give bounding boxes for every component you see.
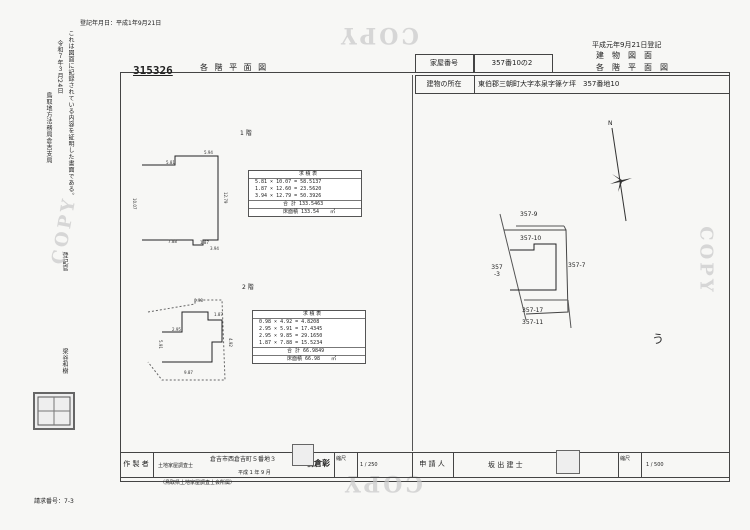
floor2-total: 合 計 66.9849	[253, 347, 365, 355]
floor2-dim-bottom: 9.87	[184, 370, 193, 375]
official-name: 梁谷和樹	[61, 348, 68, 374]
drawing-frame	[120, 72, 730, 482]
house-number-label-cell	[415, 54, 475, 73]
floor1-dim-right: 12.79	[223, 192, 228, 204]
house-number-cell	[473, 54, 553, 73]
floor1-dim-top-right: 5.94	[204, 150, 213, 155]
applicant-label: 申 請 人	[419, 460, 445, 468]
floor1-row-2: 1.87 × 12.60 = 23.5620	[255, 186, 322, 192]
floor2-row-1: 0.98 × 4.92 = 4.8208	[259, 319, 320, 325]
title-building-drawing: 建 物 図 面	[596, 51, 652, 60]
author-association: （鳥取県土地家屋調査士会所属）	[160, 480, 236, 486]
author-label: 作 製 者	[123, 460, 149, 468]
floor1-dim-bottom-right: 3.94	[210, 246, 219, 251]
scale-left-value: 1 / 250	[360, 462, 378, 468]
submitter-seal	[556, 450, 580, 474]
floor1-total: 合 計 133.5463	[249, 200, 361, 208]
floor2-area-table: 求 積 表 0.98 × 4.92 = 4.8208 2.95 × 5.91 =…	[252, 310, 366, 364]
lot-357-9: 357-9	[520, 211, 538, 218]
floor2-dim-mid: 2.95	[172, 327, 181, 332]
floor2-label: 2 階	[242, 284, 254, 291]
certification-date: 令和７年３月24日	[56, 40, 63, 95]
floor2-dim-left: 5.91	[158, 340, 163, 349]
copy-watermark-right: COPY	[695, 226, 717, 295]
scale-left-label: 縮尺	[336, 456, 347, 462]
floor2-dim-right-top: 1.87	[214, 312, 223, 317]
lot-357-10: 357-10	[520, 235, 542, 242]
official-title: 登記官	[61, 252, 68, 272]
floor2-dim-right: 4.92	[228, 338, 233, 347]
author-date: 平成 1 年 9 月	[238, 470, 271, 476]
floor2-floor-area: 床面積 66.98	[287, 356, 321, 362]
north-label: N	[608, 120, 613, 127]
scale-right-label: 縮尺	[620, 456, 631, 462]
floor2-row-4: 1.87 × 7.88 = 15.5234	[259, 340, 323, 346]
floor2-dim-top: 0.98	[194, 298, 203, 303]
floor1-dim-top-left: 5.81	[166, 160, 175, 165]
scale-right-value: 1 / 500	[646, 462, 664, 468]
floor2-row-2: 2.95 × 5.91 = 17.4345	[259, 326, 323, 332]
lot-357-11: 357-11	[522, 319, 544, 326]
floor1-label: 1 階	[240, 130, 252, 137]
handwritten-mark: う	[652, 332, 665, 346]
floor1-row-1: 5.81 × 10.07 = 58.5137	[255, 179, 322, 185]
lot-357-17: 357-17	[522, 307, 544, 314]
official-seal-graphic	[37, 396, 71, 426]
section-divider	[412, 75, 413, 451]
house-number-value: 357番10の2	[491, 58, 533, 67]
scale-left-cell	[334, 452, 358, 478]
document-number: 315326	[133, 64, 173, 77]
official-seal	[33, 392, 75, 430]
author-label-cell	[120, 452, 154, 478]
recorded-date: 平成元年9月21日登記	[592, 41, 662, 49]
scale-right-cell	[618, 452, 642, 478]
applicant-label-cell	[412, 452, 454, 478]
lot-357-3: 357 -3	[491, 264, 503, 278]
author-address: 倉吉市西倉吉町５番地３	[210, 456, 277, 463]
floor1-dim-bottom-notch: 1.87	[200, 240, 209, 245]
floor1-table-title: 求 積 表	[249, 171, 361, 179]
house-number-label: 家屋番号	[430, 58, 458, 67]
submitter-name: 坂 出 建 士	[488, 461, 523, 469]
sheet-title: 各 階 平 面 図	[200, 63, 269, 72]
request-number: 請求番号：7-3	[34, 498, 74, 505]
certification-office: 鳥取地方法務局倉吉支局	[45, 92, 52, 164]
certification-text: これは図面に記録されている内容を証明した書面である。	[67, 30, 74, 199]
author-role: 土地家屋調査士	[158, 463, 194, 469]
floor2-unit: ㎡	[331, 356, 337, 362]
floor2-row-3: 2.95 × 9.85 = 29.1650	[259, 333, 323, 339]
lot-357-7: 357-7	[568, 262, 586, 269]
location-value: 東伯郡三朝町大字本泉字篠ケ坪 357番地10	[478, 79, 620, 88]
floor1-area-table: 求 積 表 5.81 × 10.07 = 58.5137 1.87 × 12.6…	[248, 170, 362, 217]
floor1-dim-bottom: 7.88	[168, 239, 177, 244]
site-map	[499, 213, 572, 329]
copy-watermark-top: COPY	[338, 22, 419, 48]
floor1-dim-left: 10.07	[132, 198, 137, 210]
registration-date: 登記年月日：平成1年9月21日	[80, 20, 162, 27]
north-arrow-icon	[610, 127, 632, 222]
floor1-plan	[142, 155, 219, 246]
location-label-cell	[415, 75, 475, 94]
title-floor-plan: 各 階 平 面 図	[596, 63, 668, 72]
floor1-row-3: 3.94 × 12.79 = 50.3926	[255, 193, 322, 199]
location-label: 建物の所在	[426, 79, 462, 88]
author-name: 朝倉彰	[306, 459, 330, 468]
floor1-floor-area: 床面積 133.54	[283, 209, 320, 215]
floor1-unit: ㎡	[330, 209, 336, 215]
floor2-table-title: 求 積 表	[253, 311, 365, 319]
author-seal	[292, 444, 314, 466]
floor2-plan	[147, 299, 226, 381]
